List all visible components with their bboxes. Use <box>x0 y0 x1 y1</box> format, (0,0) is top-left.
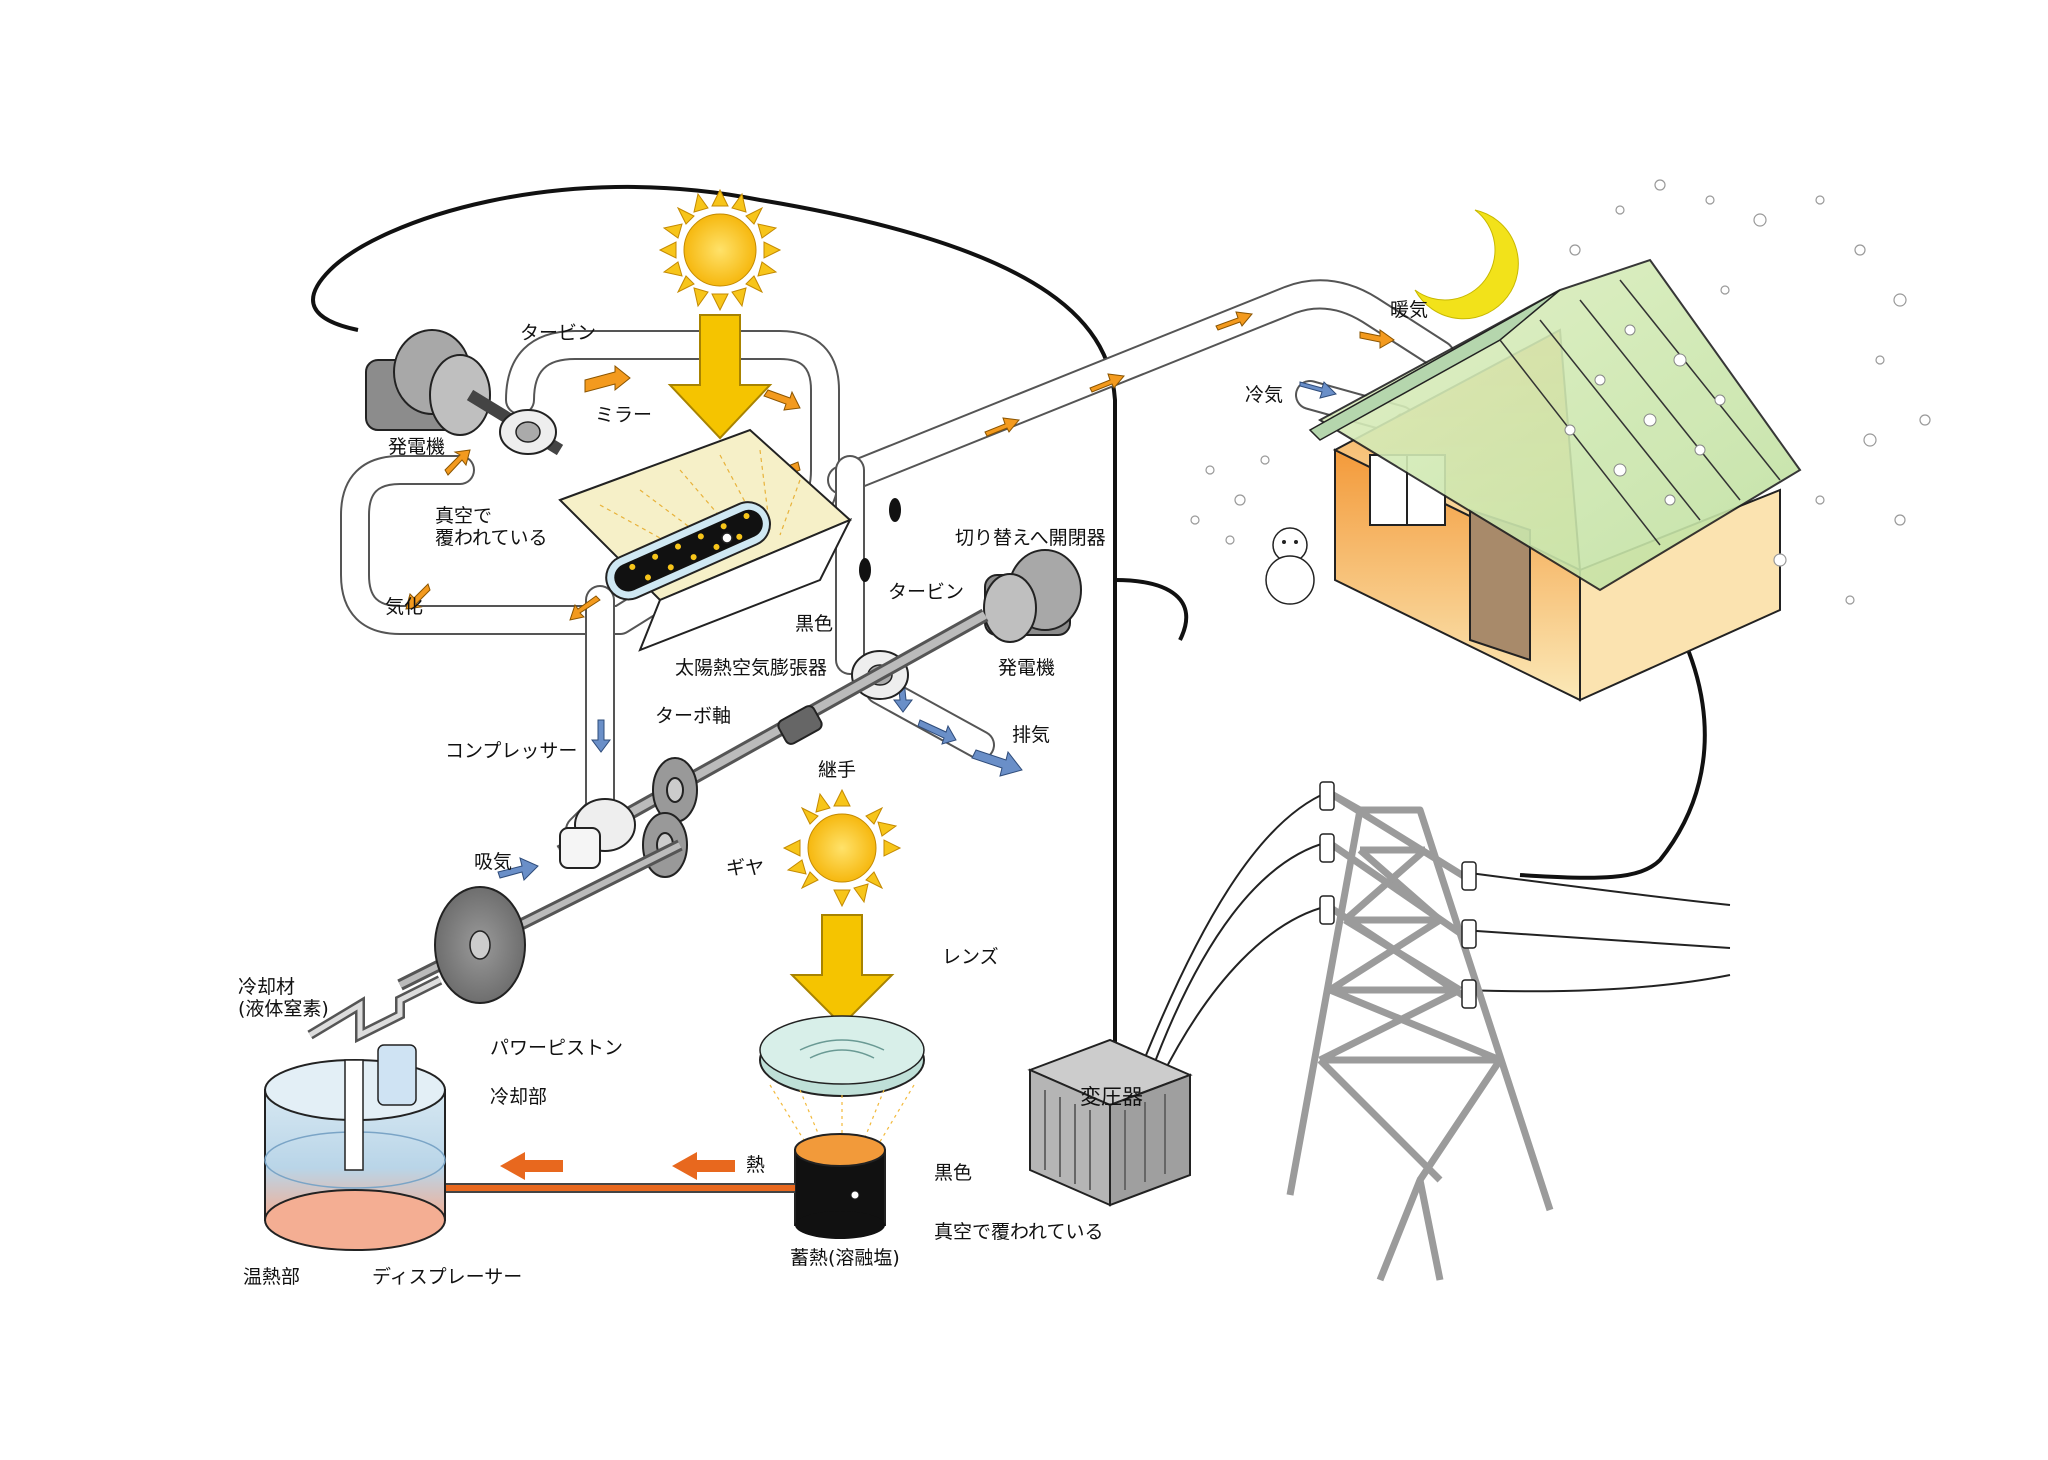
turbine-mid-label: タービン <box>888 581 965 603</box>
mirror-label: ミラー <box>595 404 653 426</box>
vaporize-label: 気化 <box>385 596 424 618</box>
lens-label: レンズ <box>942 946 999 968</box>
sun-icon-bottom <box>782 788 902 1027</box>
flywheel <box>307 839 683 1044</box>
house-icon <box>1308 258 1802 702</box>
black-color-label: 黒色 <box>795 613 834 635</box>
snowman-icon <box>1265 527 1315 605</box>
generator-mid <box>983 549 1082 643</box>
vacuum-covered-label: 真空で 覆われている <box>435 505 548 549</box>
intake-label: 吸気 <box>474 851 513 873</box>
warm-air-label: 暖気 <box>1390 299 1429 321</box>
displacer-label: ディスプレーサー <box>372 1266 523 1288</box>
heat-storage-label: 蓄熱(溶融塩) <box>790 1247 900 1269</box>
power-piston-label: パワーピストン <box>490 1037 624 1059</box>
transformer-lines <box>1139 791 1731 1081</box>
stirling-engine-tank <box>264 1044 446 1251</box>
vacuum-covered-storage-label: 真空で覆われている <box>934 1221 1104 1243</box>
sun-icon-top <box>658 188 782 440</box>
compressor-label: コンプレッサー <box>445 740 578 762</box>
black-color-storage-label: 黒色 <box>934 1162 973 1184</box>
switch-valve-label: 切り替えへ開閉器 <box>955 527 1106 549</box>
solar-expander-label: 太陽熱空気膨張器 <box>675 657 828 679</box>
insulators <box>1319 781 1477 1009</box>
coolant-label: 冷却材 (液体窒素) <box>238 976 329 1020</box>
flow-arrows-blue <box>497 381 1337 881</box>
snowflake-icon <box>1190 179 1931 605</box>
exhaust-label: 排気 <box>1012 724 1051 746</box>
generator-mid-label: 発電機 <box>998 657 1056 679</box>
solar-collector <box>558 428 853 652</box>
heat-arrows <box>445 1152 795 1193</box>
turbo-shaft-label: ターボ軸 <box>655 705 732 727</box>
heating-part-label: 温熱部 <box>243 1266 301 1288</box>
lens-icon <box>759 1015 925 1151</box>
cooling-part-label: 冷却部 <box>490 1086 548 1108</box>
moon-icon <box>1414 209 1519 320</box>
pylon-icon <box>1286 788 1554 1282</box>
generator-top-label: 発電機 <box>388 436 446 458</box>
transformer-icon <box>1027 1038 1193 1207</box>
turbine-top <box>499 409 557 455</box>
switch-valves <box>859 498 901 582</box>
gear-label: ギヤ <box>726 857 765 879</box>
heat-label: 熱 <box>746 1154 766 1176</box>
transformer-label: 変圧器 <box>1080 1085 1143 1109</box>
compressor <box>559 798 636 869</box>
generator-top <box>365 329 564 456</box>
coupling-label: 継手 <box>818 759 857 781</box>
heat-storage <box>794 1133 886 1239</box>
turbine-top-label: タービン <box>520 322 597 344</box>
cold-air-label: 冷気 <box>1245 384 1284 406</box>
